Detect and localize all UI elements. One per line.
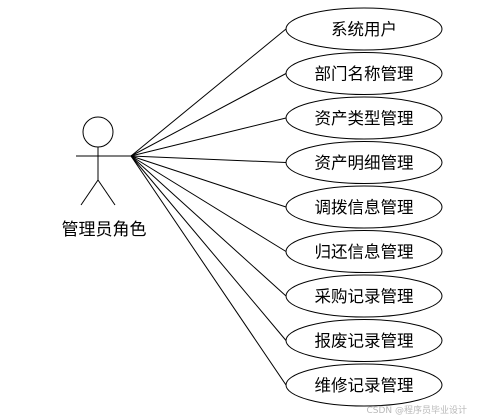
- use-case: 采购记录管理: [285, 274, 443, 318]
- actor-label: 管理员角色: [62, 220, 147, 240]
- use-case: 资产类型管理: [285, 96, 443, 140]
- association-line: [130, 155, 287, 386]
- use-case-label: 调拨信息管理: [315, 198, 414, 217]
- use-case: 维修记录管理: [285, 363, 443, 407]
- actor-figure: 管理员角色: [62, 116, 147, 240]
- use-case-label: 系统用户: [331, 20, 397, 39]
- association-line: [130, 73, 287, 157]
- use-cases: 系统用户部门名称管理资产类型管理资产明细管理调拨信息管理归还信息管理采购记录管理…: [285, 7, 443, 407]
- watermark: CSDN @程序员毕业设计: [366, 406, 467, 416]
- association-line: [130, 155, 287, 208]
- use-case-ellipse: [285, 141, 443, 184]
- use-case-label: 资产明细管理: [315, 154, 414, 173]
- association-line: [130, 155, 287, 341]
- actor-right-leg: [97, 179, 116, 206]
- use-case-ellipse: [285, 319, 443, 362]
- use-case-ellipse: [285, 96, 443, 140]
- association-line: [130, 155, 287, 252]
- use-case-ellipse: [285, 274, 443, 318]
- use-case-label: 报废记录管理: [315, 332, 414, 351]
- use-case: 部门名称管理: [285, 52, 443, 95]
- use-case-ellipse: [285, 230, 443, 273]
- actor-left-leg: [80, 179, 99, 206]
- use-case: 归还信息管理: [285, 230, 443, 273]
- association-line: [130, 117, 287, 157]
- use-case-label: 采购记录管理: [315, 287, 414, 306]
- actor-head: [82, 116, 114, 148]
- use-case-label: 维修记录管理: [315, 376, 414, 395]
- use-case-label: 归还信息管理: [315, 243, 414, 262]
- use-case: 调拨信息管理: [285, 185, 443, 229]
- association-line: [130, 155, 287, 163]
- association-lines: [130, 28, 287, 386]
- use-case-ellipse: [285, 363, 443, 407]
- association-line: [130, 155, 287, 297]
- use-case-label: 资产类型管理: [315, 109, 414, 128]
- use-case-ellipse: [285, 52, 443, 95]
- use-case: 资产明细管理: [285, 141, 443, 184]
- association-line: [130, 28, 287, 157]
- use-case: 系统用户: [285, 7, 443, 51]
- use-case-label: 部门名称管理: [315, 65, 414, 84]
- use-case-ellipse: [285, 7, 443, 51]
- use-case-ellipse: [285, 185, 443, 229]
- use-case: 报废记录管理: [285, 319, 443, 362]
